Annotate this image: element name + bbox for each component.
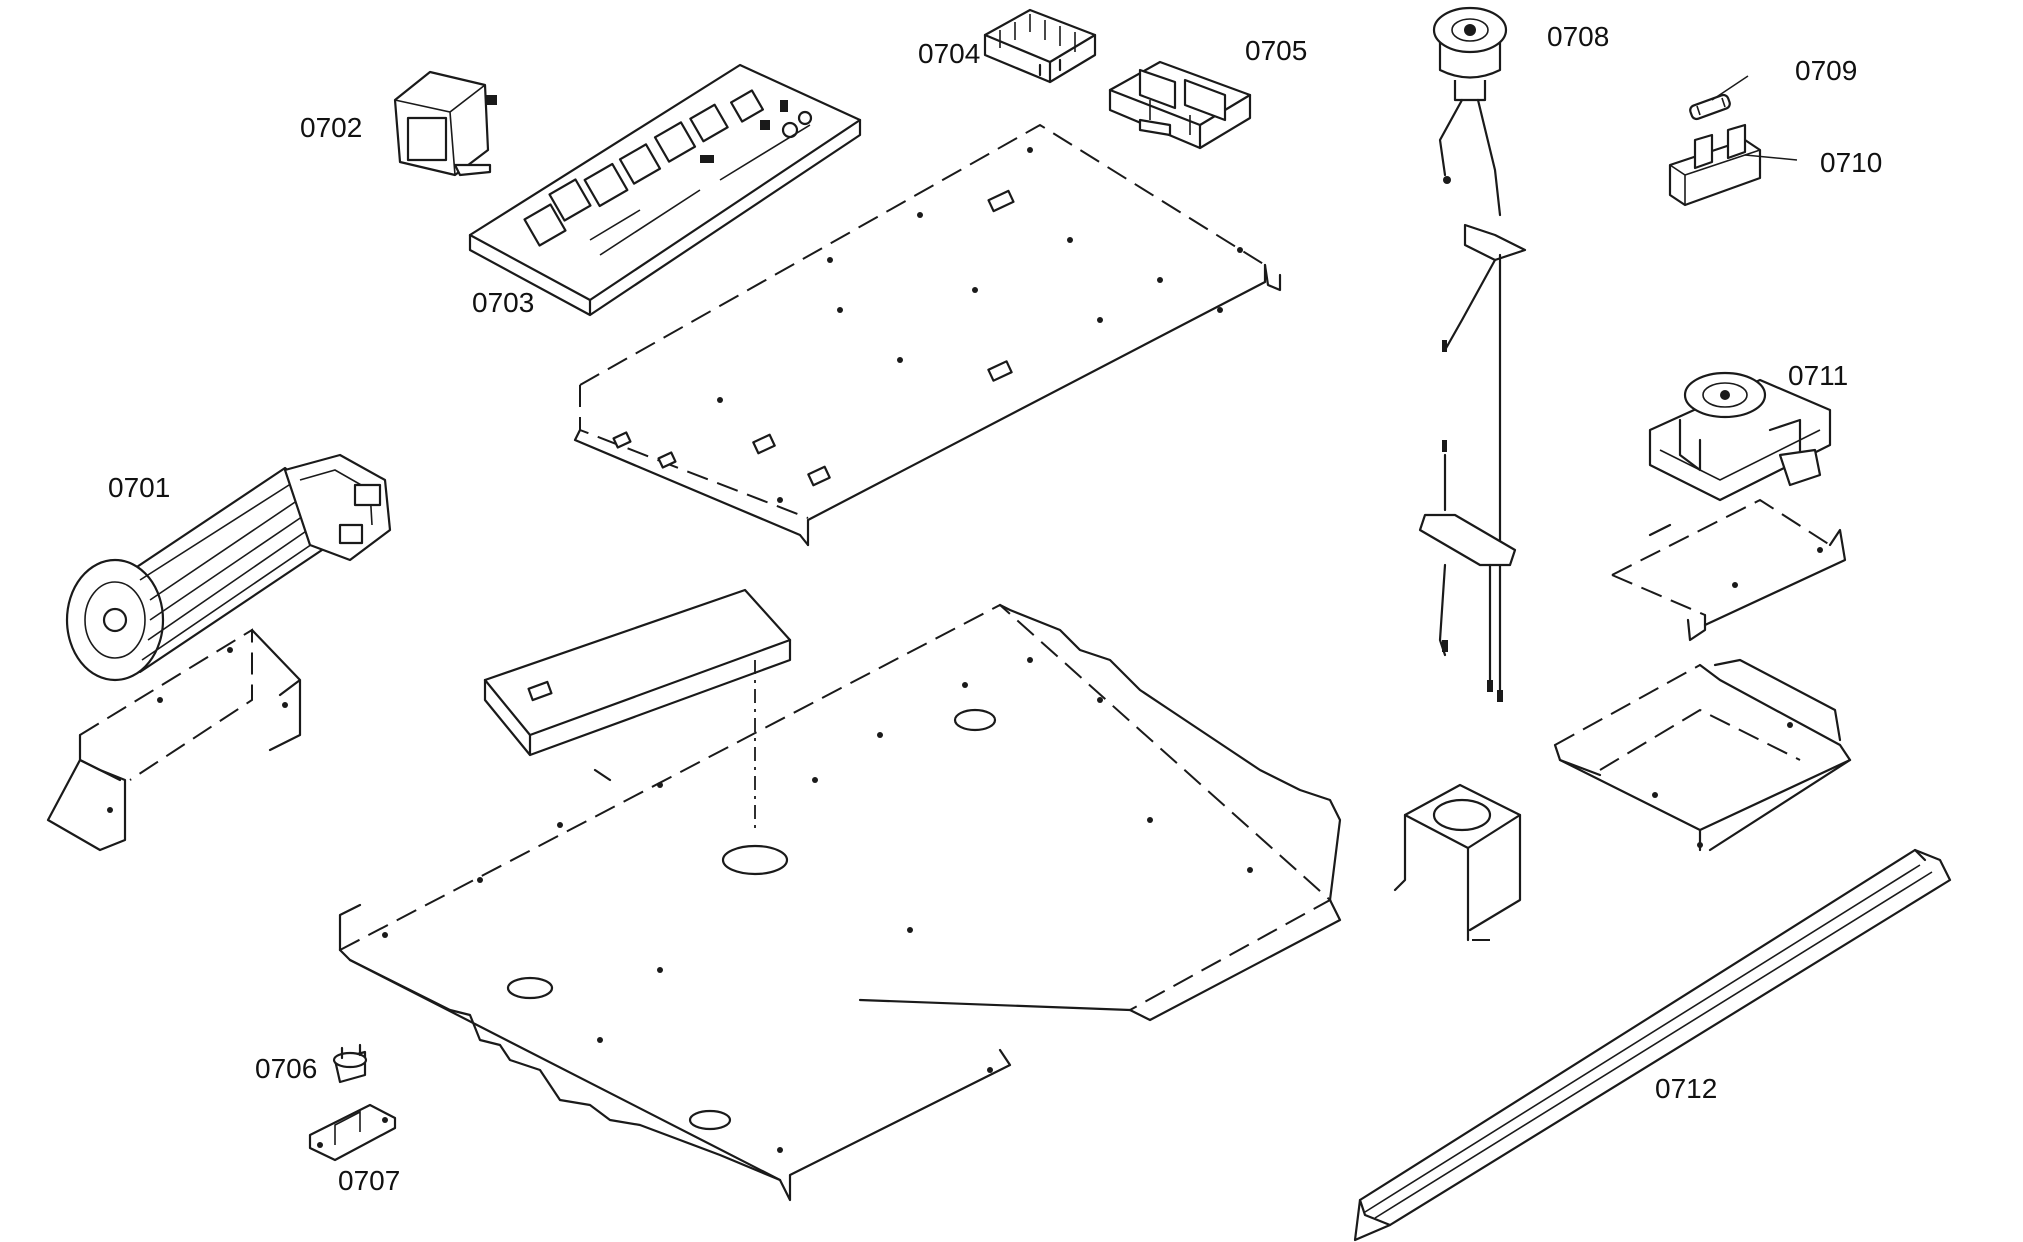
label-0710: 0710 xyxy=(1820,147,1882,178)
base-panel xyxy=(338,603,1342,1202)
label-0703: 0703 xyxy=(472,287,534,318)
label-0708: 0708 xyxy=(1547,21,1609,52)
label-0701: 0701 xyxy=(108,472,170,503)
label-0705: 0705 xyxy=(1245,35,1307,66)
label-0706: 0706 xyxy=(255,1053,317,1084)
latch-bracket xyxy=(1611,498,1847,642)
latch-motor xyxy=(1648,371,1832,502)
relay-block-b xyxy=(1108,60,1252,150)
fan-motor-assembly xyxy=(65,453,392,682)
fuse xyxy=(1689,93,1731,121)
tray-bracket xyxy=(1553,658,1852,852)
label-0711: 0711 xyxy=(1788,360,1848,391)
label-0707: 0707 xyxy=(338,1165,400,1196)
duct-block xyxy=(1393,783,1522,942)
thermostat xyxy=(332,1043,368,1084)
upper-cover-panel xyxy=(573,123,1282,547)
transformer xyxy=(393,70,497,177)
relay-block-a xyxy=(983,8,1097,84)
fuse-holder xyxy=(1668,123,1762,207)
fan-bracket xyxy=(46,628,302,852)
duct-cover xyxy=(483,588,792,830)
trim-strip xyxy=(1353,848,1952,1242)
lamp-harness xyxy=(1418,6,1527,702)
thermostat-bracket xyxy=(308,1103,397,1162)
label-0704: 0704 xyxy=(918,38,980,69)
label-0709: 0709 xyxy=(1795,55,1857,86)
control-board xyxy=(468,63,862,317)
label-0702: 0702 xyxy=(300,112,362,143)
label-0712: 0712 xyxy=(1655,1073,1717,1104)
